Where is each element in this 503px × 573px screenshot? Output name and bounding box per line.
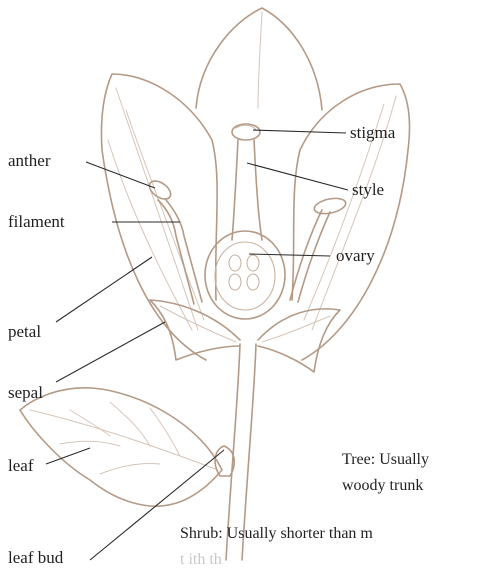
label-petal: petal [8,322,41,342]
label-style: style [352,180,384,200]
left-petal [101,74,217,360]
leader-ovary [249,254,330,256]
tree-note-line-1: Tree: Usually [342,447,429,473]
style-shape [232,140,262,240]
leader-petal [56,257,152,322]
sepals [150,300,340,372]
leader-lines [46,130,348,560]
label-ovary: ovary [336,246,375,266]
shrub-note-line-2: t ith th [180,547,222,573]
leader-anther [86,162,155,188]
leader-stigma [253,130,346,133]
leaf-shape [20,388,222,506]
tree-note-line-2: woody trunk [342,473,423,499]
label-leaf: leaf [8,456,33,476]
stigma-shape [232,124,260,140]
shrub-note-line-1: Shrub: Usually shorter than m [180,521,373,547]
label-leaf-bud: leaf bud [8,548,63,568]
label-filament: filament [8,212,65,232]
label-stigma: stigma [350,123,395,143]
back-petal [196,8,322,110]
label-anther: anther [8,151,50,171]
leader-sepal [56,322,165,382]
label-sepal: sepal [8,383,43,403]
ovary-shape [205,231,285,319]
